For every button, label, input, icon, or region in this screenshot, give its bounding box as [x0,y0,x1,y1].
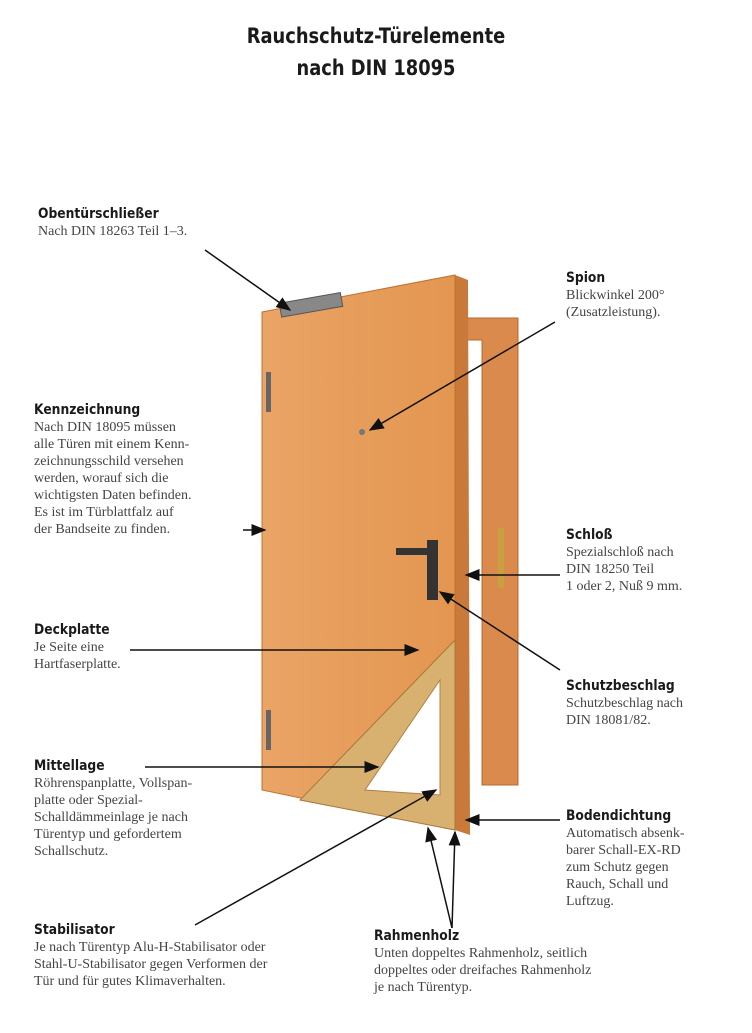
label-heading: Kennzeichnung [34,402,141,418]
label-text: Schutzbeschlag nach DIN 18081/82. [566,696,684,728]
lock-plate [427,540,438,600]
label-text: Automatisch absenk- barer Schall-EX-RD z… [566,826,685,909]
label-text: Je nach Türentyp Alu-H-Stabilisator oder… [34,940,268,989]
label-text: Röhrenspanplatte, Vollspan- platte oder … [34,776,193,859]
label-text: Spezialschloß nach DIN 18250 Teil 1 oder… [566,545,683,594]
label-heading: Rahmenholz [374,928,460,944]
label-heading: Spion [566,270,606,286]
label-text: Nach DIN 18263 Teil 1–3. [38,224,188,239]
hinge-bottom [266,710,271,750]
label-text: Nach DIN 18095 müssen alle Türen mit ein… [34,420,192,537]
label-heading: Obentürschließer [38,206,159,222]
arrow-spion [368,321,556,431]
arrow-rahmenholz-1 [425,826,453,929]
arrow-stabilisator [194,789,438,926]
door-edge [455,275,470,835]
label-stabilisator: Stabilisator Je nach Türentyp Alu-H-Stabi… [34,922,267,990]
label-heading: Stabilisator [34,922,115,938]
arrow-schutzbeschlag [438,591,561,671]
label-heading: Schloß [566,527,613,543]
label-text: Unten doppeltes Rahmenholz, seitlich dop… [374,946,592,995]
frame-lock-plate [498,528,504,588]
label-heading: Deckplatte [34,622,110,638]
cutaway-opening [364,678,441,796]
title-line-1: Rauchschutz-Türelemente [246,24,506,48]
title-line-2: nach DIN 18095 [296,56,456,80]
arrow-obentuerschliesser [204,249,292,311]
label-heading: Mittellage [34,758,105,774]
hinge-top [266,372,271,412]
spion [359,429,365,435]
label-heading: Schutzbeschlag [566,678,675,694]
label-deckplatte: Deckplatte Je Seite eine Hartfaserplatte. [34,622,121,673]
door-frame [461,317,519,786]
label-text: Je Seite eine Hartfaserplatte. [34,640,121,672]
arrow-rahmenholz-2 [448,830,461,929]
label-heading: Bodendichtung [566,808,672,824]
label-text: Blickwinkel 200° (Zusatzleistung). [566,288,665,320]
door-handle [396,548,436,555]
